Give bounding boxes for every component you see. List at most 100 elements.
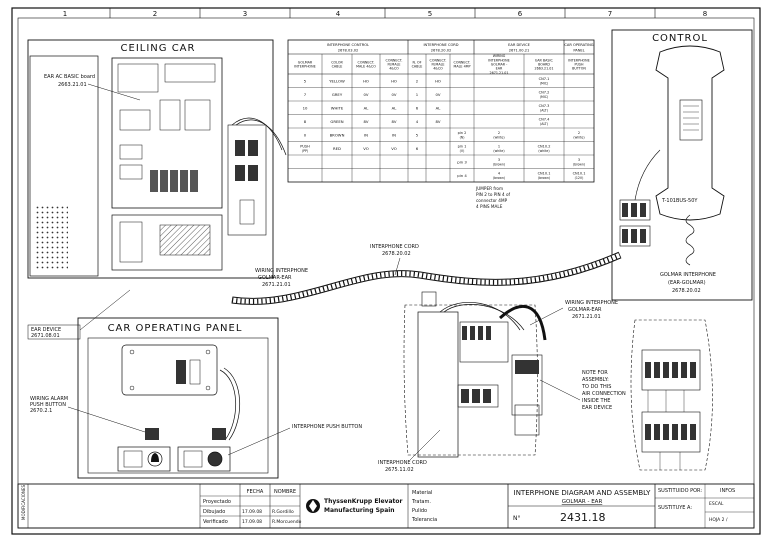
svg-text:EAR DEVICE: EAR DEVICE xyxy=(31,327,61,333)
table-cell: (white) xyxy=(493,136,504,140)
table-cell: 2 xyxy=(416,79,419,84)
car-operating-panel-section: CAR OPERATING PANEL WIRING ALARM PUSH BU… xyxy=(30,317,362,479)
table-column-header: GOLMAR xyxy=(298,60,313,64)
note-line: EAR DEVICE xyxy=(582,405,612,411)
table-column-header: MALE 4MP xyxy=(454,65,471,69)
interphone-cord-2-code: 2675.11.02 xyxy=(385,467,414,473)
table-cell: pin 2 xyxy=(458,131,467,135)
column-number: 6 xyxy=(518,10,523,18)
table-cell: (brown) xyxy=(538,176,550,180)
escala-label: ESCAL xyxy=(709,501,724,507)
table-group-code: PANEL xyxy=(573,49,584,53)
drawing-subtitle: GOLMAR - EAR xyxy=(562,499,603,505)
table-cell: (PP) xyxy=(302,149,308,153)
table-column-header: INTERPHONE xyxy=(568,58,589,62)
interphone-icon xyxy=(207,451,223,467)
table-cell: 4 xyxy=(416,119,419,124)
table-cell: 0V xyxy=(391,92,396,97)
jumper-note-line: PIN 2 to PIN 4 of xyxy=(476,192,511,197)
table-column-header: 2671.21.01 xyxy=(490,71,509,75)
table-cell: 1 xyxy=(416,92,419,97)
table-cell: IN xyxy=(364,133,368,138)
table-cell: AL xyxy=(364,106,370,111)
table-cell: HO xyxy=(391,79,397,84)
golmar-sub-label: (EAR-GOLMAR) xyxy=(668,280,706,286)
table-group-code: 2671.00.21 xyxy=(509,49,530,53)
table-cell: 2 xyxy=(578,131,580,135)
table-cell: CN7.3 xyxy=(539,104,550,108)
svg-text:2671.21.01: 2671.21.01 xyxy=(572,314,601,320)
table-cell: 5 xyxy=(416,133,419,138)
title-block: MODIFICACIONES FECHA NOMBRE Proyectado D… xyxy=(17,483,755,529)
company-name: ThyssenKrupp Elevator xyxy=(324,498,402,505)
table-group-code: 2678.03.02 xyxy=(338,49,359,53)
note-line: TO DO THIS xyxy=(581,384,611,390)
modifications-label: MODIFICACIONES xyxy=(21,485,26,520)
fecha-header: FECHA xyxy=(247,489,264,495)
dibujado-label: Dibujado xyxy=(203,509,225,515)
column-number: 5 xyxy=(428,10,432,18)
table-column-header: EAR BASIC xyxy=(535,58,553,62)
ceiling-car-section: CEILING CAR EAR AC BASIC board 2663.21.0… xyxy=(27,39,287,279)
table-column-header: EAR xyxy=(496,67,503,71)
column-number: 8 xyxy=(703,10,707,18)
table-cell: (ALT) xyxy=(540,109,548,113)
table-cell: YELLOW xyxy=(329,79,345,84)
table-column-header: 2663.21.01 xyxy=(535,67,554,71)
table-cell: GREY xyxy=(332,92,343,97)
column-number: 1 xyxy=(63,10,67,18)
ear-ac-board-code: 2663.21.01 xyxy=(58,82,87,88)
table-cell: 0V xyxy=(435,92,440,97)
table-cell: (brown) xyxy=(493,163,505,167)
sheet-border xyxy=(11,7,761,535)
infos-label: INFOS xyxy=(720,488,735,494)
verificado-name: R.Morcuendo xyxy=(272,519,302,525)
table-column-header: CABLE xyxy=(412,65,423,69)
svg-text:GOLMAR-EAR: GOLMAR-EAR xyxy=(568,307,602,313)
pulido-label: Pulido xyxy=(412,508,427,514)
proyectado-label: Proyectado xyxy=(203,499,231,505)
table-cell: (ALT) xyxy=(540,122,548,126)
table-cell: 7 xyxy=(304,92,307,97)
table-column-header: CABLE xyxy=(332,65,343,69)
table-cell: pin 3 xyxy=(457,160,467,165)
table-cell: CN7.2 xyxy=(539,91,550,95)
table-cell: (12V) xyxy=(575,176,584,180)
wiring-interphone-right-label: WIRING INTERPHONE xyxy=(565,300,618,306)
drawing-number: 2431.18 xyxy=(560,511,606,524)
table-cell: AL xyxy=(436,106,442,111)
table-cell: (MIC) xyxy=(540,95,548,99)
table-cell: 2 xyxy=(498,131,500,135)
table-cell: VO xyxy=(391,146,397,151)
table-group-header: INTERPHONE CONTROL xyxy=(327,43,369,47)
table-cell: CN10.1 xyxy=(538,172,551,176)
table-column-header: FEMALE xyxy=(432,63,445,67)
ear-ac-board-label: EAR AC BASIC board xyxy=(44,74,95,80)
table-cell: HO xyxy=(363,79,369,84)
golmar-interphone-label: GOLMAR INTERPHONE xyxy=(660,272,716,278)
nombre-header: NOMBRE xyxy=(274,489,296,495)
table-cell: pin 4 xyxy=(457,173,467,178)
table-cell: (MIC) xyxy=(540,82,548,86)
wiring-alarm-code: 2670.2.1 xyxy=(30,408,52,414)
svg-text:WIRING INTERPHONE: WIRING INTERPHONE xyxy=(255,268,308,274)
table-cell: 3 xyxy=(498,158,500,162)
column-number: 3 xyxy=(243,10,247,18)
dibujado-name: R.Gordillo xyxy=(272,509,294,515)
tolerancia-label: Tolerancia xyxy=(411,517,437,523)
note-line: INSIDE THE xyxy=(582,398,610,404)
interphone-cord-code: 2678.20.02 xyxy=(382,251,411,257)
table-cell: (N) xyxy=(460,136,465,140)
table-column-header: CONNECT. xyxy=(386,58,403,62)
table-cell: (white) xyxy=(493,149,504,153)
table-cell: 6 xyxy=(416,106,419,111)
table-cell: 4 xyxy=(498,172,501,176)
svg-text:2671.21.01: 2671.21.01 xyxy=(262,282,291,288)
ear-device-detail: WIRING INTERPHONE GOLMAR-EAR 2671.21.01 … xyxy=(378,291,626,473)
table-column-header: BOARD xyxy=(538,63,550,67)
table-cell: CN7.4 xyxy=(539,118,550,122)
wiring-interphone-label-left: WIRING INTERPHONE GOLMAR-EAR 2671.21.01 xyxy=(255,268,308,288)
column-number: 4 xyxy=(336,10,341,18)
